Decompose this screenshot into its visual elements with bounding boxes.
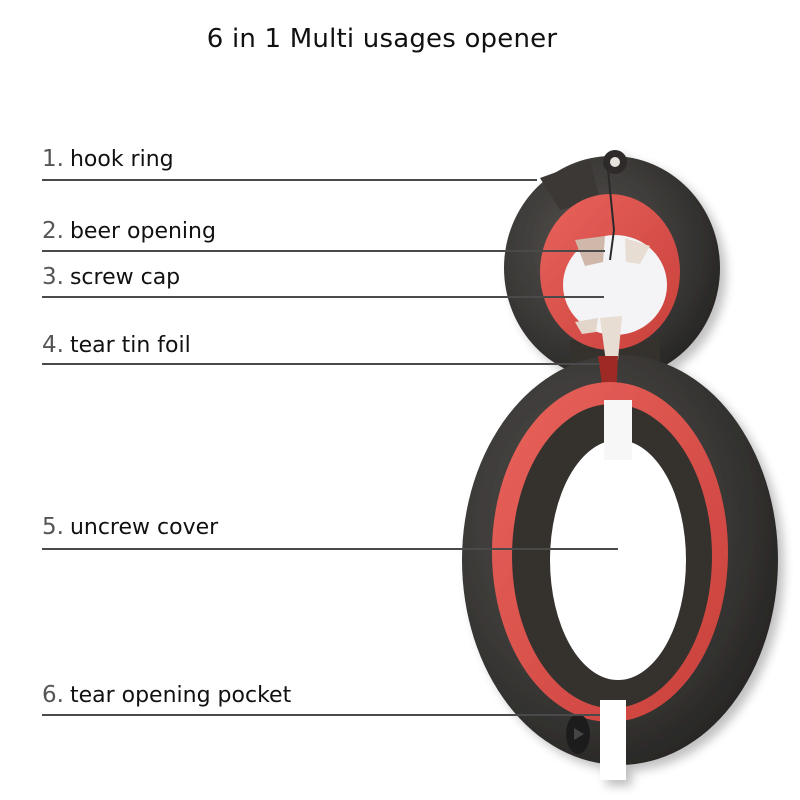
feature-label-screw-cap: 3.screw cap bbox=[42, 264, 180, 290]
leader-line-tear-opening-pocket bbox=[42, 714, 600, 716]
feature-label-tear-tin-foil: 4.tear tin foil bbox=[42, 332, 191, 358]
feature-number: 5. bbox=[42, 514, 64, 540]
feature-number: 3. bbox=[42, 264, 64, 290]
feature-text: tear tin foil bbox=[69, 333, 191, 358]
feature-text: uncrew cover bbox=[69, 515, 219, 540]
feature-label-uncrew-cover: 5.uncrew cover bbox=[42, 514, 218, 540]
opener-body bbox=[462, 150, 778, 780]
feature-number: 4. bbox=[42, 332, 64, 358]
feature-label-tear-opening-pocket: 6.tear opening pocket bbox=[42, 682, 291, 708]
feature-text: screw cap bbox=[69, 265, 181, 290]
feature-text: hook ring bbox=[69, 147, 174, 172]
leader-line-screw-cap bbox=[42, 296, 604, 298]
page-title: 6 in 1 Multi usages opener bbox=[206, 24, 558, 54]
leader-line-uncrew-cover bbox=[42, 548, 618, 550]
feature-text: beer opening bbox=[69, 219, 216, 244]
feature-number: 2. bbox=[42, 218, 64, 244]
leader-line-hook-ring bbox=[42, 179, 537, 181]
leader-line-tear-tin-foil bbox=[42, 363, 600, 365]
feature-label-beer-opening: 2.beer opening bbox=[42, 218, 216, 244]
feature-text: tear opening pocket bbox=[69, 683, 292, 708]
leader-line-beer-opening bbox=[42, 250, 605, 252]
feature-number: 6. bbox=[42, 682, 64, 708]
feature-label-hook-ring: 1.hook ring bbox=[42, 146, 174, 172]
feature-number: 1. bbox=[42, 146, 64, 172]
